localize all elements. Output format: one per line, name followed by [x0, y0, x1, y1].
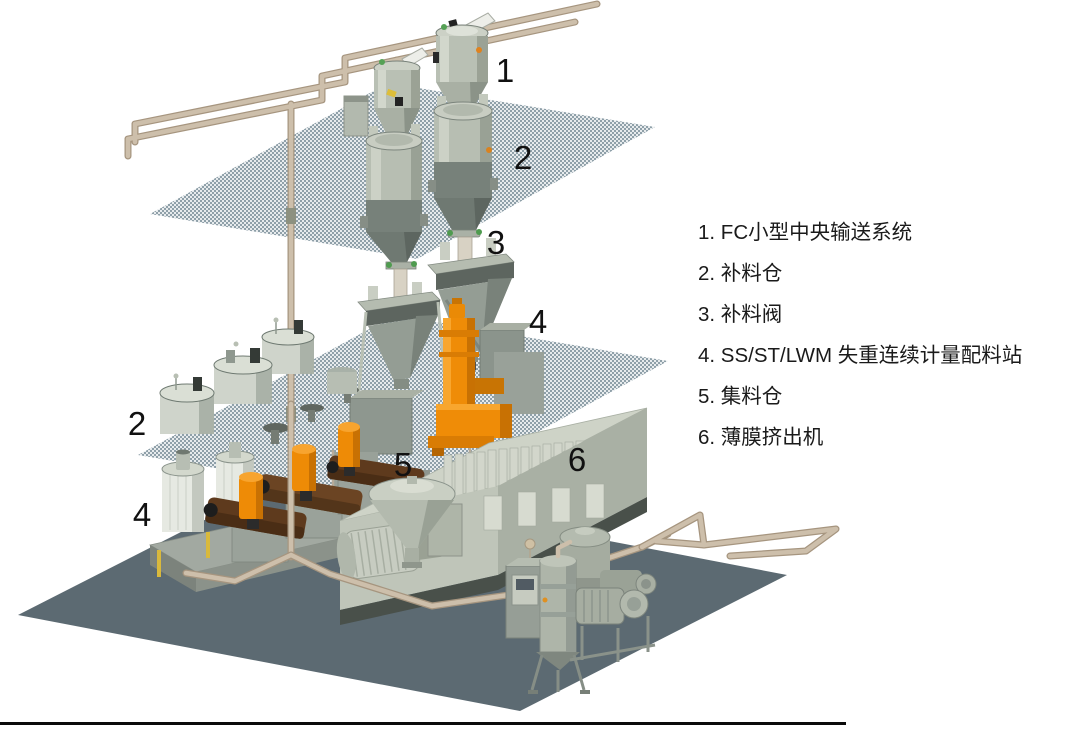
callout-4-left: 4: [132, 496, 152, 533]
bottom-rule: [0, 722, 846, 725]
callout-4-right: 4: [528, 303, 548, 340]
legend: 1. FC小型中央输送系统 2. 补料仓 3. 补料阀 4. SS/ST/LWM…: [698, 212, 1022, 458]
callout-5: 5: [393, 446, 413, 483]
legend-item-4: 4. SS/ST/LWM 失重连续计量配料站: [698, 344, 1023, 367]
collector-hopper: [368, 476, 456, 568]
refill-hopper-right: [428, 94, 498, 230]
material-bins-on-platform: [159, 317, 357, 434]
legend-item-5: 5. 集料仓: [698, 385, 783, 408]
legend-item-6: 6. 薄膜挤出机: [698, 426, 824, 449]
vacuum-pump-station: [505, 526, 657, 694]
weigh-hopper-left: [357, 282, 441, 389]
callout-2-left: 2: [127, 405, 147, 442]
callout-2-upper: 2: [513, 139, 533, 176]
pump-loop-pipes: [555, 511, 840, 560]
callout-1: 1: [495, 52, 515, 89]
legend-item-3: 3. 补料阀: [698, 303, 783, 326]
callout-6: 6: [567, 441, 587, 478]
refill-hopper-left: [360, 124, 428, 300]
legend-item-1: 1. FC小型中央输送系统: [698, 221, 913, 244]
legend-item-2: 2. 补料仓: [698, 262, 783, 285]
feeder-motors-orange: [239, 422, 360, 529]
callout-3: 3: [486, 224, 506, 261]
loss-in-weight-feeder-orange: [428, 298, 512, 456]
vacuum-receiver-left: [343, 47, 429, 140]
